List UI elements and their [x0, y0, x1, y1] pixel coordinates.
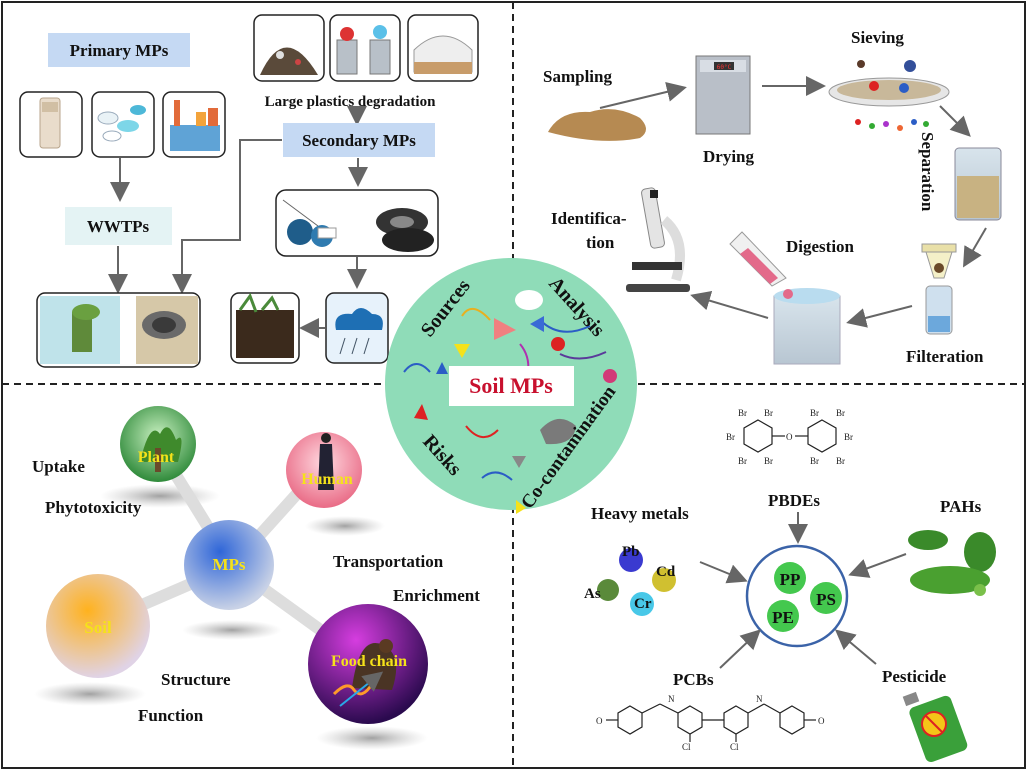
uptake-label: Uptake: [32, 457, 85, 476]
function-label: Function: [138, 706, 204, 725]
pe-bead: [767, 600, 799, 632]
separation-label: Separation: [918, 132, 937, 212]
as-label: As: [584, 586, 601, 602]
mps-label: MPs: [212, 555, 245, 574]
primary-mps-box: [48, 33, 190, 67]
debris-pink-triangle: [494, 318, 516, 340]
sources-panel: Primary MPs WWTPs Large plastics degrada…: [19, 14, 479, 368]
pcb-o-2: O: [818, 716, 825, 726]
sieving-label: Sieving: [851, 28, 904, 47]
digestion-label: Digestion: [786, 237, 855, 256]
analysis-panel: Sampling 60°C Drying Sieving Separation …: [543, 28, 1002, 366]
enrichment-label: Enrichment: [393, 586, 480, 605]
pbde-br-4: Br: [738, 456, 747, 466]
transportation-label: Transportation: [333, 552, 444, 571]
pbdes-label: PBDEs: [768, 491, 820, 510]
risks-panel: Plant Human MPs Soil Food chain Uptake P…: [32, 406, 480, 750]
cr-ball: [630, 592, 654, 616]
large-plastics-label: Large plastics degradation: [265, 94, 436, 110]
as-ball: [597, 579, 619, 601]
secondary-mps-box: [283, 123, 435, 157]
pe-label: PE: [772, 608, 794, 627]
pbde-br-10: Br: [836, 456, 845, 466]
primary-mps-label: Primary MPs: [70, 41, 169, 60]
pbde-atoms: O Br Br Br Br Br Br Br Br Br Br: [726, 408, 853, 466]
center-title-box: [449, 366, 574, 406]
wwtps-box: [65, 207, 172, 245]
pp-bead: [774, 562, 806, 594]
sampling-label: Sampling: [543, 67, 612, 86]
filtration-funnel-icon: [921, 243, 957, 253]
pbde-br-6: Br: [810, 408, 819, 418]
pbde-br-2: Br: [764, 408, 773, 418]
microscope-icon: [626, 187, 690, 292]
pcb-structure: [606, 703, 816, 742]
yarn-icon: [287, 219, 313, 245]
mps-node: [184, 520, 274, 610]
pb-ball: [619, 548, 643, 572]
pcbs-label: PCBs: [673, 670, 714, 689]
pcb-atoms: O O Cl Cl N N: [596, 694, 825, 752]
debris-gray: [540, 418, 576, 445]
pcb-n-2: N: [756, 694, 763, 704]
debris-white: [515, 290, 543, 310]
pbde-br-3: Br: [726, 432, 735, 442]
soil-node: [46, 574, 150, 678]
pbde-br-7: Br: [836, 408, 845, 418]
drying-label: Drying: [703, 147, 755, 166]
pbde-br-1: Br: [738, 408, 747, 418]
secondary-mps-label: Secondary MPs: [302, 131, 416, 150]
pcb-n-1: N: [668, 694, 675, 704]
pbde-br-9: Br: [810, 456, 819, 466]
structure-label: Structure: [161, 670, 231, 689]
identification-label-2: tion: [586, 233, 615, 252]
filteration-label: Filteration: [906, 347, 984, 366]
pb-label: Pb: [622, 544, 640, 560]
pahs-molecules: [908, 530, 996, 596]
ps-label: PS: [816, 590, 836, 609]
cd-ball: [652, 568, 676, 592]
cr-label: Cr: [634, 596, 652, 612]
pbde-o: O: [786, 432, 793, 442]
pbde-structure: [743, 419, 837, 453]
pesticide-label: Pesticide: [882, 667, 947, 686]
pcb-cl-1: Cl: [682, 742, 691, 752]
digestion-beaker-icon: [773, 295, 841, 365]
pbde-br-5: Br: [764, 456, 773, 466]
pcb-o-1: O: [596, 716, 603, 726]
pp-label: PP: [780, 570, 801, 589]
center-title: Soil MPs: [469, 373, 553, 398]
cocontamination-panel: O Br Br Br Br Br Br Br Br Br Br PBDEs He…: [584, 408, 996, 763]
identification-label-1: Identifica-: [551, 209, 627, 228]
soil-label: Soil: [84, 618, 112, 637]
cd-label: Cd: [656, 564, 676, 580]
pbde-br-8: Br: [844, 432, 853, 442]
pesticide-spray-can-icon: [902, 691, 968, 763]
pahs-label: PAHs: [940, 497, 982, 516]
food-chain-label: Food chain: [331, 653, 407, 670]
human-label: Human: [301, 471, 353, 488]
oven-display: 60°C: [717, 64, 732, 71]
center-circle: Soil MPs Sources Analysis Risks Co-conta…: [385, 258, 637, 514]
phytotoxicity-label: Phytotoxicity: [45, 498, 142, 517]
plant-label: Plant: [138, 449, 175, 466]
heavy-metals-label: Heavy metals: [591, 504, 689, 523]
pcb-cl-2: Cl: [730, 742, 739, 752]
soil-sample-icon: [548, 109, 646, 141]
wwtps-label: WWTPs: [87, 217, 150, 236]
ps-bead: [810, 582, 842, 614]
